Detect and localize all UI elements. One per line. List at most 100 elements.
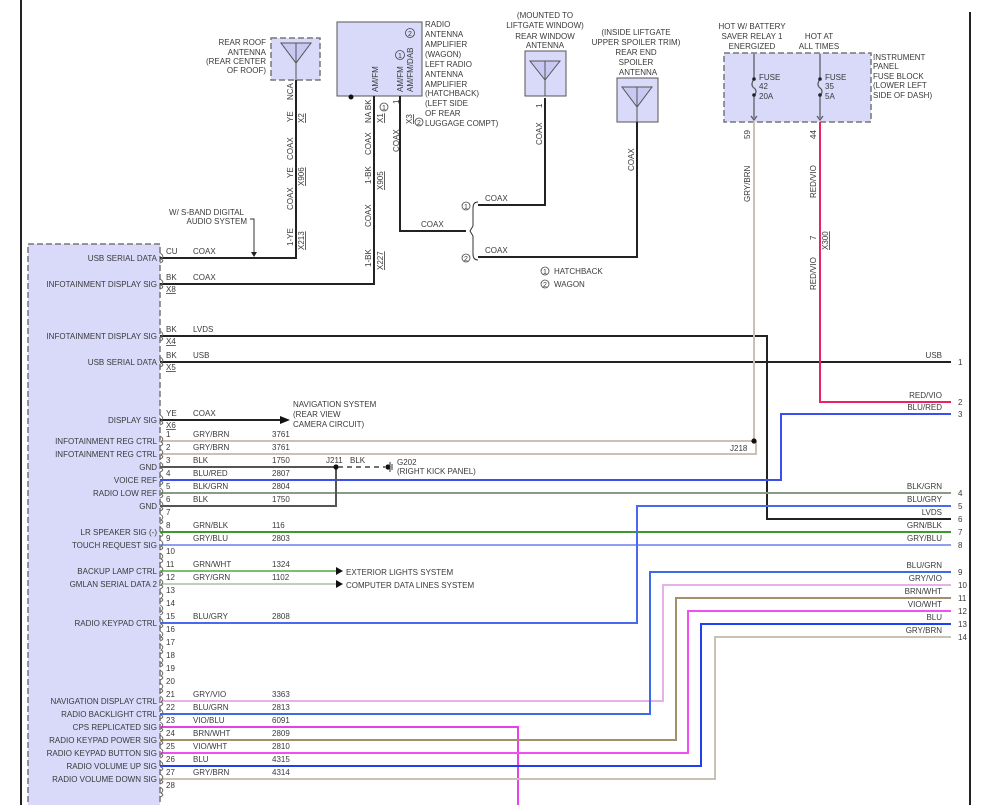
connector-icon (159, 591, 164, 603)
pin-number: 8 (958, 541, 963, 550)
pin-label: GND (139, 463, 157, 472)
svg-text:(RIGHT KICK PANEL): (RIGHT KICK PANEL) (397, 467, 476, 476)
connector-icon (159, 252, 164, 264)
wire-color: BRN/WHT (905, 587, 942, 596)
svg-text:COAX: COAX (421, 220, 444, 229)
navigation-destination: NAVIGATION SYSTEM (REAR VIEW CAMERA CIRC… (280, 400, 377, 429)
svg-text:ANTENNA: ANTENNA (425, 30, 464, 39)
svg-text:SIDE OF DASH): SIDE OF DASH) (873, 91, 932, 100)
roof-coax-wire (160, 80, 297, 259)
svg-text:HATCHBACK: HATCHBACK (554, 267, 603, 276)
svg-text:COAX: COAX (485, 246, 508, 255)
svg-text:2: 2 (408, 31, 412, 38)
radio-antenna-amplifier: 2 1 AM/FM AM/FM AM/FM/DAB RADIO ANTENNA … (336, 20, 499, 128)
svg-text:2: 2 (543, 282, 547, 289)
radio-module (27, 243, 161, 805)
wire-pin-24 (160, 597, 951, 741)
pin-number: 9 (958, 568, 963, 577)
pin-number: 23 (166, 716, 175, 725)
svg-text:RED/VIO: RED/VIO (809, 165, 818, 198)
svg-text:HOT W/ BATTERY: HOT W/ BATTERY (718, 22, 786, 31)
arrow-icon (336, 567, 343, 575)
svg-text:COAX: COAX (286, 187, 295, 210)
wire-color: GRN/BLK (907, 521, 943, 530)
pin-number: 6 (166, 495, 171, 504)
svg-text:COAX: COAX (364, 204, 373, 227)
pin-label: RADIO KEYPAD POWER SIG (49, 736, 157, 745)
pin-row: 19 (159, 664, 175, 681)
connector-icon (159, 617, 164, 629)
wire-color: BK (166, 351, 177, 360)
pin-label: RADIO BACKLIGHT CTRL (61, 710, 157, 719)
pin-number: 9 (166, 534, 171, 543)
wire-color: BLU/GRY (907, 495, 943, 504)
wire-color: GRY/BLU (193, 534, 228, 543)
wire-type: COAX (193, 409, 216, 418)
wire-color: VIO/BLU (193, 716, 225, 725)
svg-text:HOT AT: HOT AT (805, 32, 833, 41)
splice-j211 (333, 464, 339, 470)
amp-coax-wire-1 (160, 96, 375, 285)
pin-number: 5 (166, 482, 171, 491)
svg-text:LUGGAGE COMPT): LUGGAGE COMPT) (425, 119, 499, 128)
svg-text:AMPLIFIER: AMPLIFIER (425, 40, 467, 49)
connector-icon (159, 760, 164, 772)
wire-color: BLU/GRN (906, 561, 942, 570)
pin-label: INFOTAINMENT DISPLAY SIG (46, 280, 157, 289)
svg-text:(REAR VIEW: (REAR VIEW (293, 410, 341, 419)
pin-number: 27 (166, 768, 175, 777)
connector-icon (159, 734, 164, 746)
connector-icon (159, 278, 164, 290)
fuse-wire-labels: 59 GRY/BRN 44 RED/VIO 7 X300 RED/VIO (743, 130, 830, 290)
pin-label: USB SERIAL DATA (88, 254, 158, 263)
wire-color: LVDS (922, 508, 942, 517)
pin-number: 4 (166, 469, 171, 478)
svg-text:OF REAR: OF REAR (425, 109, 461, 118)
wire-type: COAX (193, 247, 216, 256)
svg-text:1: 1 (543, 269, 547, 276)
connector-icon (159, 721, 164, 733)
connector-id: X5 (166, 363, 176, 372)
svg-text:ANTENNA: ANTENNA (526, 41, 565, 50)
svg-text:44: 44 (809, 130, 818, 139)
circuit-number: 4314 (272, 768, 290, 777)
pin-number: 28 (166, 781, 175, 790)
wire-color: BLK/GRN (907, 482, 942, 491)
wire-type: LVDS (193, 325, 213, 334)
svg-text:NA BK: NA BK (364, 99, 373, 123)
wire-pin-6 (160, 467, 337, 507)
svg-text:1: 1 (392, 99, 401, 104)
wire-pin-15 (160, 505, 951, 624)
pin-number: 22 (166, 703, 175, 712)
svg-text:2: 2 (417, 120, 421, 127)
svg-text:ENERGIZED: ENERGIZED (729, 42, 776, 51)
svg-text:X906: X906 (297, 167, 306, 186)
wire-color: CU (166, 247, 178, 256)
connector-icon (159, 539, 164, 551)
wire-color: GRN/BLK (193, 521, 229, 530)
pin-label: TOUCH REQUEST SIG (72, 541, 157, 550)
svg-text:W/ S-BAND DIGITAL: W/ S-BAND DIGITAL (169, 208, 245, 217)
pin-row: 13 (159, 586, 175, 603)
pin-number: 7 (166, 508, 171, 517)
pin-number: 24 (166, 729, 175, 738)
svg-text:WAGON: WAGON (554, 280, 585, 289)
svg-text:AMPLIFIER: AMPLIFIER (425, 80, 467, 89)
svg-text:LEFT RADIO: LEFT RADIO (425, 60, 472, 69)
svg-text:J218: J218 (730, 444, 748, 453)
circuit-number: 2807 (272, 469, 290, 478)
wire-color: YE (166, 409, 177, 418)
svg-text:1-BK: 1-BK (364, 249, 373, 267)
connector-id: X4 (166, 337, 176, 346)
wire-color: BLK (193, 495, 209, 504)
sband-note: W/ S-BAND DIGITAL AUDIO SYSTEM (169, 208, 257, 257)
